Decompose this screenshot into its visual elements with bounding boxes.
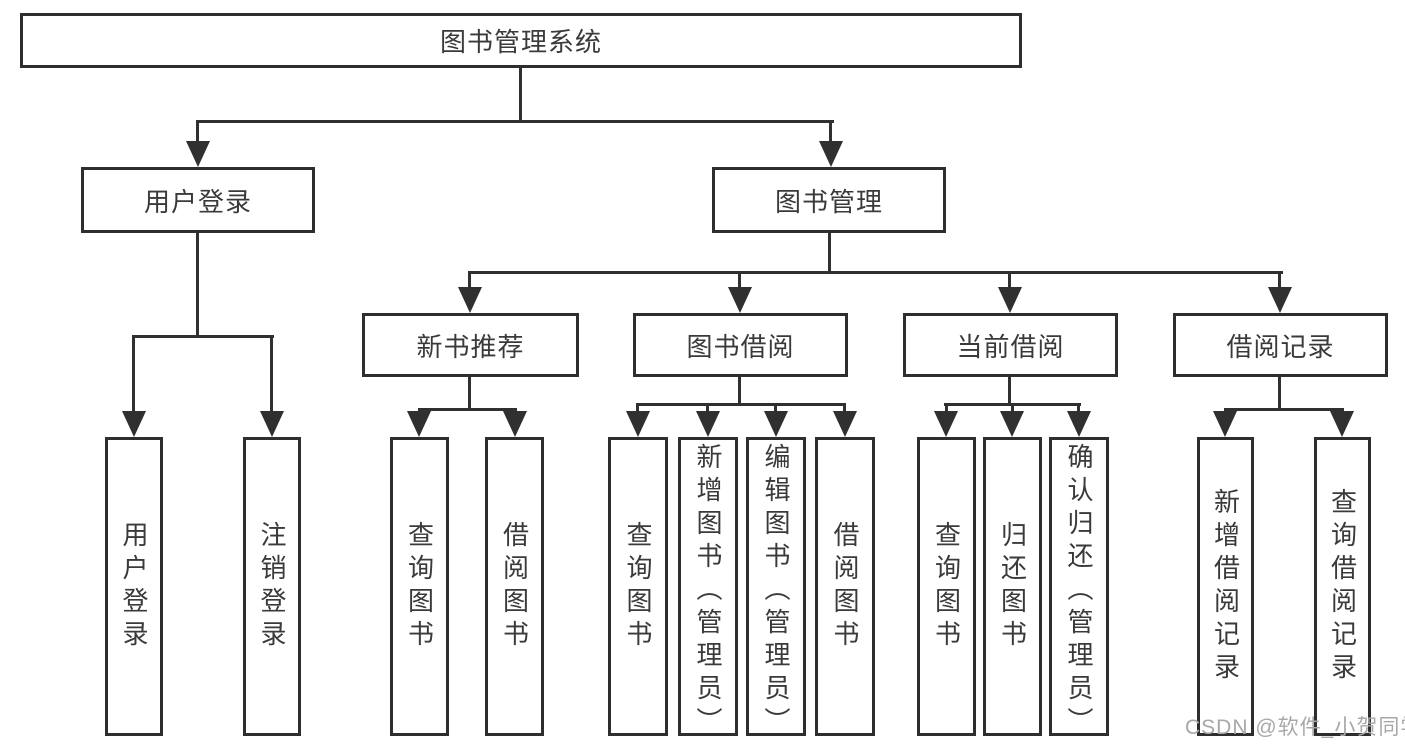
connector-shaft: [945, 403, 948, 413]
arrow-down-icon: [728, 287, 752, 313]
arrow-down-icon: [1330, 411, 1354, 437]
leaf-current-return-book: 归还图书: [983, 437, 1042, 736]
arrow-down-icon: [764, 411, 788, 437]
leaf-label: 新增借阅记录: [1210, 487, 1241, 686]
connector-shaft: [843, 403, 846, 413]
connector-shaft: [706, 403, 709, 413]
leaf-label: 编辑图书（管理员）: [761, 442, 791, 740]
leaf-recommend-borrow-book: 借阅图书: [485, 437, 544, 736]
connector-borrow-crossbar: [636, 403, 846, 406]
connector-userlogin-crossbar: [133, 335, 274, 338]
node-label: 用户登录: [143, 186, 252, 217]
watermark: CSDN @软件_小贺同学: [1185, 716, 1405, 739]
arrow-down-icon: [1213, 411, 1237, 437]
leaf-label: 注销登录: [257, 520, 287, 653]
arrow-down-icon: [260, 411, 284, 437]
leaf-recommend-query-book: 查询图书: [390, 437, 449, 736]
leaf-borrow-query-book: 查询图书: [608, 437, 668, 736]
connector-recommend-crossbar: [418, 408, 517, 411]
arrow-down-icon: [458, 287, 482, 313]
leaf-label: 新增图书（管理员）: [693, 442, 723, 740]
leaf-borrow-edit-book-admin: 编辑图书（管理员）: [746, 437, 806, 740]
leaf-borrow-add-book-admin: 新增图书（管理员）: [678, 437, 738, 740]
leaf-label: 查询图书: [623, 520, 653, 653]
leaf-record-query-borrow-record: 查询借阅记录: [1314, 437, 1371, 736]
leaf-label: 查询借阅记录: [1327, 487, 1358, 686]
leaf-logout-login: 注销登录: [243, 437, 301, 736]
arrow-down-icon: [626, 411, 650, 437]
leaf-borrow-borrow-book: 借阅图书: [815, 437, 875, 736]
arrow-down-icon: [1000, 411, 1024, 437]
connector-shaft: [132, 335, 135, 415]
arrow-down-icon: [998, 287, 1022, 313]
arrow-down-icon: [407, 411, 431, 437]
leaf-current-confirm-return-admin: 确认归还（管理员）: [1049, 437, 1109, 740]
node-borrow-record: 借阅记录: [1173, 313, 1388, 377]
connector-shaft: [1278, 271, 1281, 291]
node-label: 图书管理系统: [439, 27, 602, 57]
arrow-down-icon: [122, 411, 146, 437]
connector-shaft: [636, 403, 639, 413]
connector-shaft: [468, 271, 471, 291]
arrow-down-icon: [819, 141, 843, 167]
connector-root-stem: [519, 68, 522, 123]
node-label: 图书借阅: [686, 331, 795, 362]
connector-recommend-stem: [468, 377, 471, 411]
node-user-login: 用户登录: [81, 167, 315, 233]
connector-shaft: [738, 271, 741, 291]
connector-bookmgmt-stem: [828, 233, 831, 274]
connector-root-crossbar: [197, 120, 834, 123]
connector-bookmgmt-crossbar: [468, 271, 1283, 274]
connector-shaft: [196, 120, 199, 145]
arrow-down-icon: [934, 411, 958, 437]
leaf-label: 借阅图书: [499, 520, 530, 653]
connector-shaft: [829, 120, 832, 145]
connector-shaft: [1011, 403, 1014, 413]
leaf-label: 归还图书: [997, 520, 1028, 653]
leaf-current-query-book: 查询图书: [917, 437, 976, 736]
arrow-down-icon: [1067, 411, 1091, 437]
leaf-label: 确认归还（管理员）: [1064, 442, 1094, 740]
connector-userlogin-stem: [196, 233, 199, 338]
connector-record-stem: [1278, 377, 1281, 411]
connector-shaft: [774, 403, 777, 413]
leaf-label: 用户登录: [119, 520, 149, 653]
node-label: 新书推荐: [416, 331, 525, 362]
leaf-record-add-borrow-record: 新增借阅记录: [1197, 437, 1254, 736]
connector-record-crossbar: [1224, 408, 1344, 411]
leaf-label: 借阅图书: [830, 520, 860, 653]
arrow-down-icon: [1268, 287, 1292, 313]
arrow-down-icon: [503, 411, 527, 437]
leaf-label: 查询图书: [404, 520, 435, 653]
connector-shaft: [1008, 271, 1011, 291]
connector-shaft: [1077, 403, 1080, 413]
node-label: 当前借阅: [956, 331, 1065, 362]
connector-current-stem: [1008, 377, 1011, 406]
arrow-down-icon: [696, 411, 720, 437]
node-new-book-recommend: 新书推荐: [362, 313, 579, 377]
connector-shaft: [270, 335, 273, 415]
node-book-management: 图书管理: [712, 167, 946, 233]
node-label: 图书管理: [774, 186, 883, 217]
leaf-user-login: 用户登录: [105, 437, 163, 736]
connector-borrow-stem: [738, 377, 741, 406]
node-book-borrow: 图书借阅: [633, 313, 848, 377]
node-library-management-system: 图书管理系统: [20, 13, 1022, 68]
leaf-label: 查询图书: [931, 520, 962, 653]
node-label: 借阅记录: [1226, 331, 1335, 362]
arrow-down-icon: [186, 141, 210, 167]
arrow-down-icon: [833, 411, 857, 437]
node-current-borrow: 当前借阅: [903, 313, 1118, 377]
